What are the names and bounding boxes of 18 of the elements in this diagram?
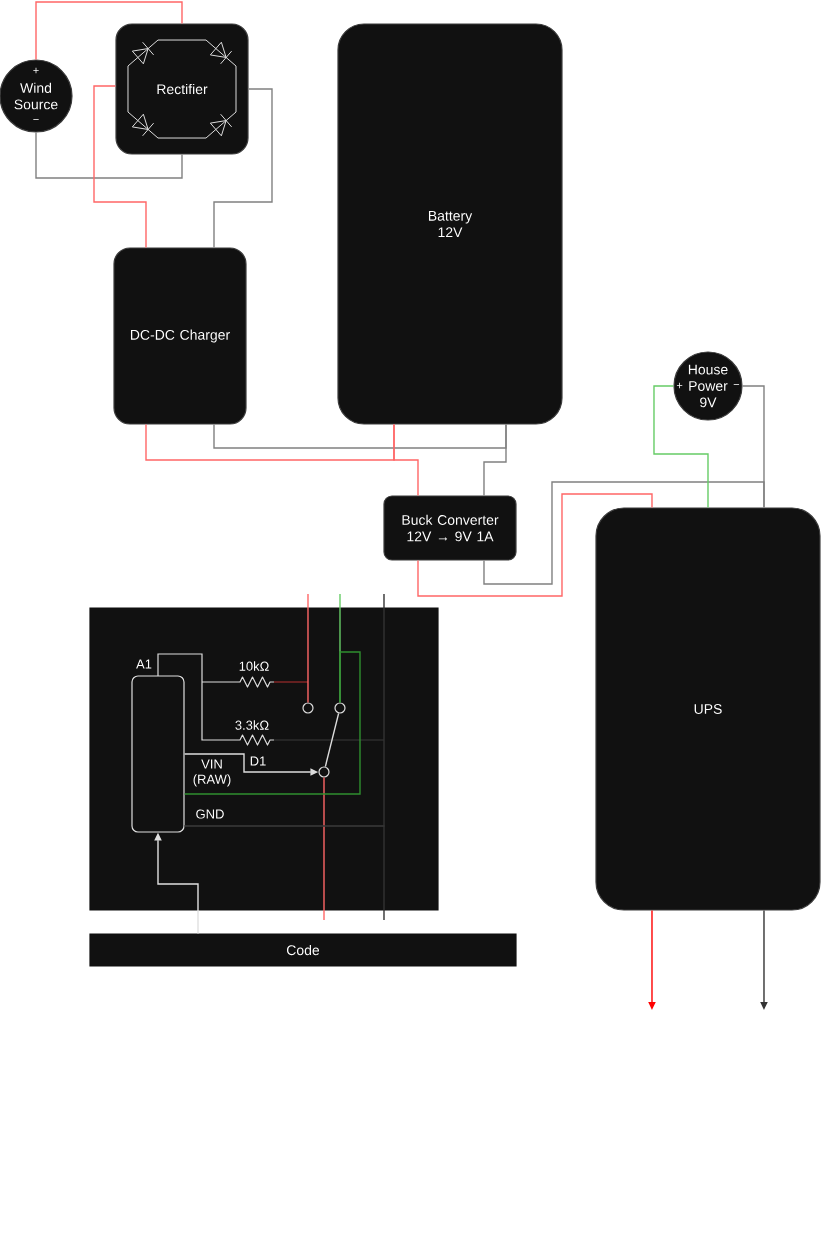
wire	[35, 131, 183, 179]
wire	[417, 493, 653, 597]
wire	[307, 593, 309, 704]
wire	[183, 825, 385, 921]
switch-blade	[324, 712, 340, 768]
wire	[213, 88, 273, 249]
microcontroller-box	[131, 675, 185, 833]
wire	[93, 85, 147, 249]
wire	[741, 385, 765, 509]
wire	[483, 423, 507, 497]
wire	[183, 651, 361, 795]
wire	[145, 423, 395, 461]
wire	[35, 1, 183, 61]
wire	[393, 423, 419, 497]
wire	[653, 385, 709, 509]
wire	[213, 423, 507, 449]
wire	[323, 776, 325, 921]
wire	[483, 481, 765, 585]
